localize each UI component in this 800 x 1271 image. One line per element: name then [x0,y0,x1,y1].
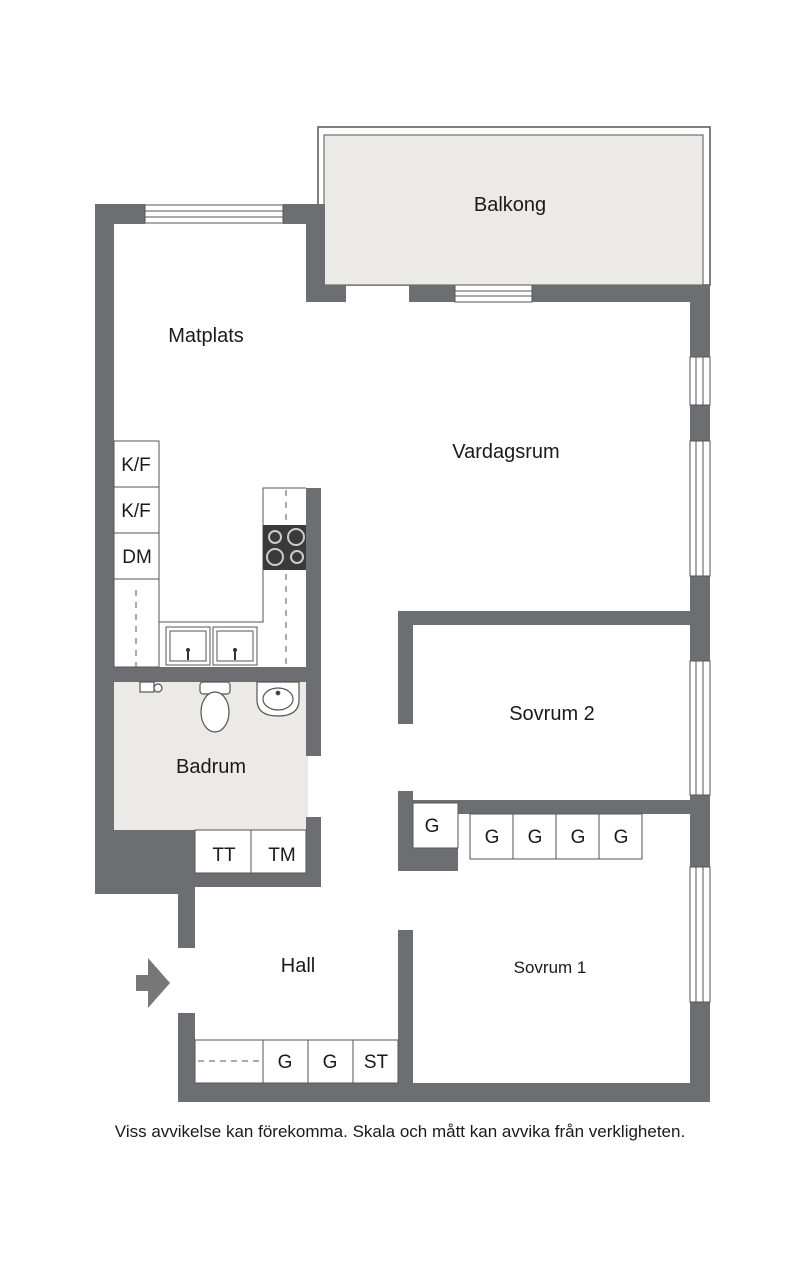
living-room-label: Vardagsrum [452,441,559,463]
cabinets [194,802,643,1084]
windows [144,204,711,1003]
dining-label: Matplats [168,325,244,347]
fridge-freezer-label-1: K/F [121,455,151,476]
stove-icon [263,525,306,570]
wardrobe-label: G [278,1052,293,1073]
wardrobe-label: G [485,827,500,848]
arrow-right-icon [136,958,170,1008]
wardrobe-label: G [323,1052,338,1073]
wardrobe-label: G [528,827,543,848]
bedroom-1-label: Sovrum 1 [514,958,587,977]
balcony: Balkong [317,126,711,286]
toilet-icon [200,691,230,733]
disclaimer-text: Viss avvikelse kan förekomma. Skala och … [114,1122,686,1141]
washer-label: TM [268,845,295,866]
shower-mixer-icon [139,681,155,693]
wardrobe-label: G [614,827,629,848]
storage-label: ST [364,1052,389,1073]
bathroom-fixtures [139,681,300,733]
sink-faucets [186,648,237,660]
bedroom-2-label: Sovrum 2 [509,703,595,725]
wardrobe-label: G [571,827,586,848]
balcony-label: Balkong [474,194,546,216]
kitchen-counters [113,440,306,668]
dryer-label: TT [212,845,236,866]
walls [95,204,710,1102]
floor-plan: Balkong [95,126,711,1102]
hall-label: Hall [281,955,315,977]
fridge-freezer-label-2: K/F [121,501,151,522]
bathroom-label: Badrum [176,756,246,778]
dishwasher-label: DM [122,547,152,568]
wardrobe-label: G [425,816,440,837]
